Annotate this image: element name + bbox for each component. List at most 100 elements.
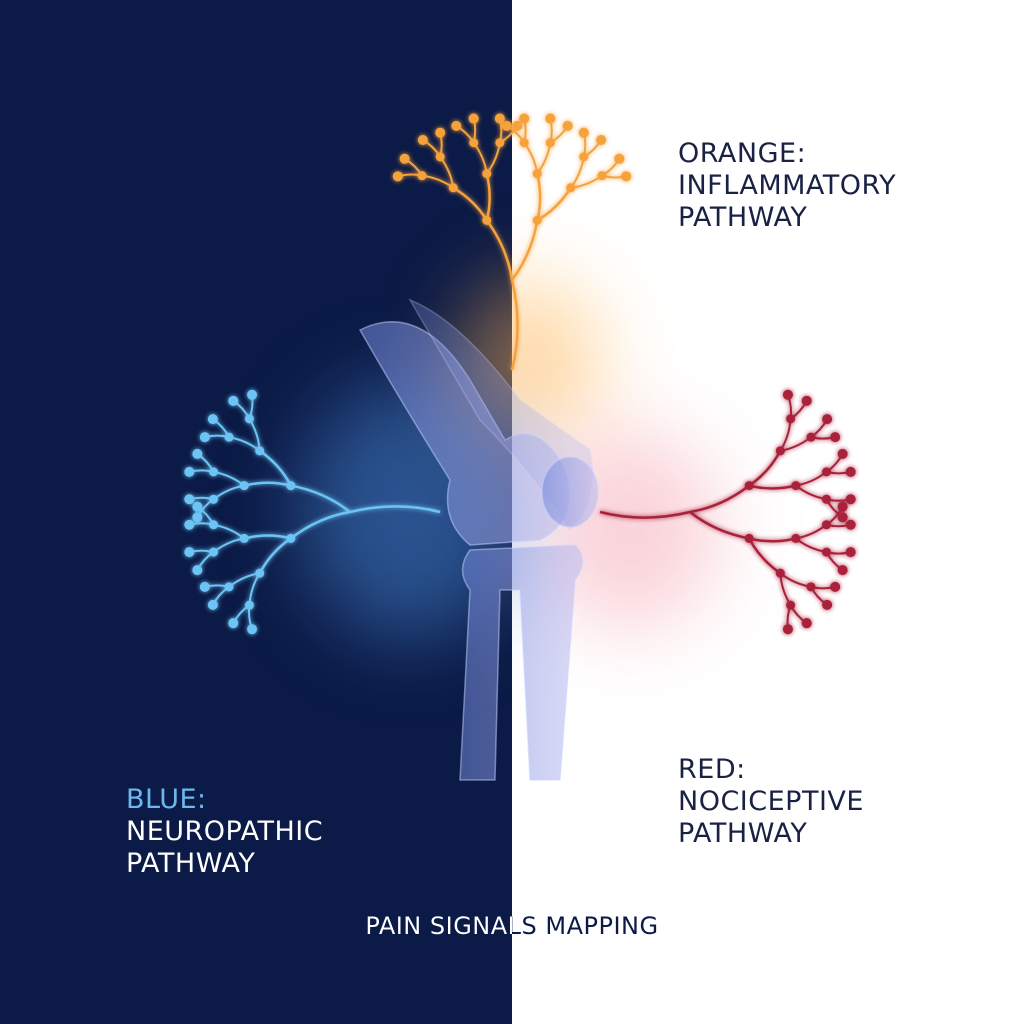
nerve-branch — [689, 511, 750, 540]
nerve-branch — [243, 481, 292, 487]
red-label-head: RED: — [678, 754, 746, 785]
nerve-node — [207, 599, 218, 610]
nerve-branch — [748, 484, 797, 490]
nerve-branch — [779, 572, 812, 588]
nerve-node — [578, 127, 589, 138]
nerve-node — [417, 135, 428, 146]
nerve-node — [228, 395, 239, 406]
nerve-branch — [452, 186, 488, 221]
nerve-branch — [569, 156, 585, 189]
nerve-branch — [485, 219, 514, 281]
nerve-node — [184, 466, 195, 477]
nerve-node — [519, 113, 530, 124]
orange-inflammatory-tree — [392, 113, 632, 371]
nerve-node — [837, 501, 848, 512]
nerve-node — [184, 519, 195, 530]
nerve-node — [199, 432, 210, 443]
nerve-node — [435, 127, 446, 138]
nerve-node — [845, 519, 856, 530]
nerve-node — [801, 395, 812, 406]
nerve-branch — [795, 484, 827, 501]
nerve-branch — [228, 436, 261, 452]
nerve-branch — [290, 510, 351, 540]
nerve-branch — [213, 523, 245, 540]
caption-title: PAIN SIGNALS MAPPING — [0, 912, 1024, 940]
nerve-node — [782, 624, 793, 635]
nerve-branch — [795, 471, 828, 487]
nerve-node — [468, 113, 479, 124]
nerve-branch — [795, 523, 828, 540]
nerve-branch — [258, 449, 292, 487]
nerve-branch — [248, 572, 261, 606]
nerve-branch — [779, 418, 792, 452]
nerve-node — [192, 501, 203, 512]
nerve-node — [192, 448, 203, 459]
nerve-node — [621, 171, 632, 182]
nerve-branch — [258, 537, 292, 574]
nerve-branch — [421, 174, 454, 189]
nerve-node — [614, 153, 625, 164]
nerve-node — [247, 389, 258, 400]
nerve-node — [845, 466, 856, 477]
nerve-branch — [689, 484, 750, 514]
nerve-node — [822, 414, 833, 425]
nerve-node — [192, 565, 203, 576]
blue-neuropathic-tree — [184, 389, 441, 635]
red-pathway-label: RED: NOCICEPTIVE PATHWAY — [678, 754, 864, 850]
nerve-branch — [748, 537, 782, 575]
nerve-node — [392, 171, 403, 182]
nerve-branch — [536, 142, 552, 175]
nerve-node — [399, 153, 410, 164]
nerve-node — [228, 618, 239, 629]
nerve-node — [837, 565, 848, 576]
blue-label-line1: NEUROPATHIC — [126, 816, 324, 847]
nerve-node — [782, 389, 793, 400]
nerve-node — [845, 547, 856, 558]
nerve-branch — [795, 537, 827, 554]
nerve-branch — [290, 484, 351, 513]
nerve-branch — [349, 505, 441, 514]
nerve-branch — [485, 142, 501, 175]
nerve-branch — [536, 173, 542, 221]
nerve-node — [247, 624, 258, 635]
orange-label-head: ORANGE: — [678, 138, 807, 169]
blue-pathway-label: BLUE: NEUROPATHIC PATHWAY — [126, 784, 323, 880]
dark-background-panel — [0, 0, 512, 1024]
nerve-node — [837, 448, 848, 459]
nerve-branch — [599, 510, 691, 519]
nerve-branch — [243, 534, 292, 540]
nerve-branch — [748, 450, 782, 487]
nerve-branch — [536, 187, 572, 222]
red-label-line1: NOCICEPTIVE — [678, 786, 864, 817]
orange-pathway-label: ORANGE: INFLAMMATORY PATHWAY — [678, 138, 896, 234]
blue-label-head: BLUE: — [126, 784, 207, 815]
nerve-node — [199, 581, 210, 592]
nerve-node — [830, 432, 841, 443]
nerve-node — [801, 618, 812, 629]
nerve-branch — [213, 470, 245, 487]
nerve-node — [596, 135, 607, 146]
nerve-node — [845, 494, 856, 505]
nerve-node — [837, 512, 848, 523]
nerve-branch — [485, 173, 491, 221]
nerve-node — [562, 120, 573, 131]
nerve-node — [545, 113, 556, 124]
nerve-node — [184, 547, 195, 558]
nerve-node — [207, 414, 218, 425]
nerve-branch — [511, 220, 539, 281]
orange-label-line2: PATHWAY — [678, 202, 808, 233]
nerve-branch — [523, 142, 539, 174]
nerve-node — [192, 512, 203, 523]
nerve-node — [184, 494, 195, 505]
nerve-branch — [472, 142, 488, 174]
nerve-node — [830, 581, 841, 592]
nerve-branch — [212, 484, 245, 501]
red-nociceptive-tree — [599, 389, 856, 635]
knee-joint-graphic — [358, 298, 599, 781]
nerve-node — [494, 113, 505, 124]
orange-label-line1: INFLAMMATORY — [678, 170, 897, 201]
nerve-branch — [748, 537, 797, 543]
blue-label-line2: PATHWAY — [126, 848, 256, 879]
nerve-branch — [212, 537, 245, 553]
